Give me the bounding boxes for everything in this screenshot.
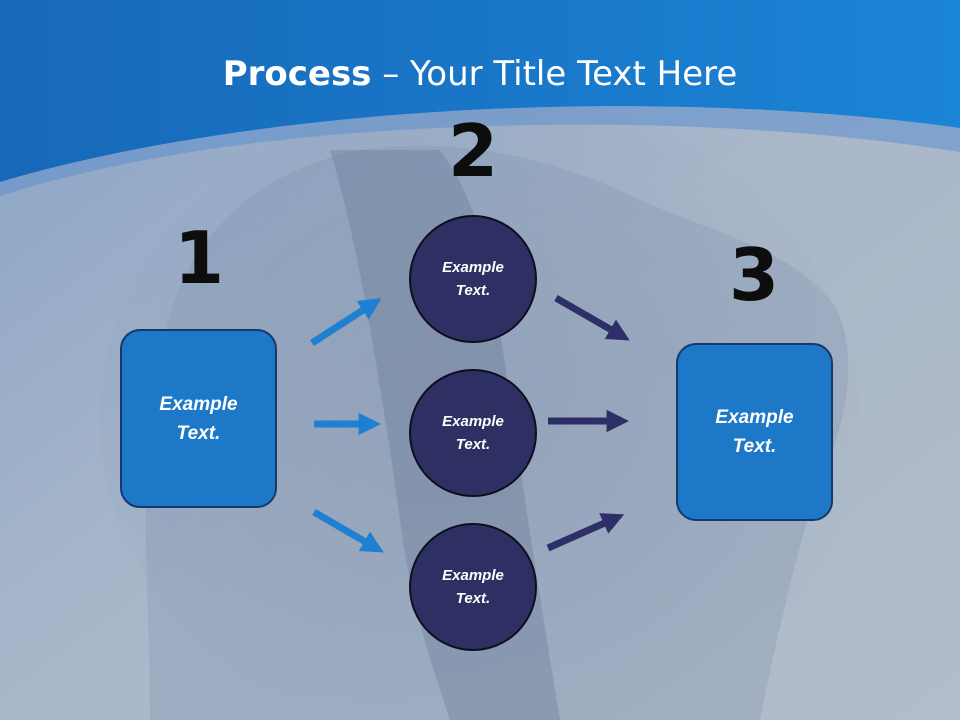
left-process-box: Example Text.	[120, 329, 277, 508]
arrow-top-to-right-icon	[554, 294, 630, 341]
title-rest: – Your Title Text Here	[371, 54, 738, 94]
arrow-bottom-to-right-icon	[546, 513, 625, 552]
step-number-1: 1	[173, 216, 225, 300]
step-number-2: 2	[447, 109, 499, 193]
circle-bottom-line1: Example	[442, 567, 504, 584]
circle-top-line1: Example	[442, 259, 504, 276]
circle-step-bottom: Example Text.	[409, 523, 537, 651]
right-box-line1: Example	[715, 407, 794, 428]
left-box-line1: Example	[159, 393, 238, 415]
circle-middle-line2: Text.	[455, 436, 491, 453]
arrow-left-to-top-icon	[310, 298, 382, 346]
circle-bottom-line2: Text.	[455, 590, 491, 607]
step-number-3: 3	[728, 233, 780, 317]
circle-step-top: Example Text.	[409, 215, 537, 343]
slide-title: Process – Your Title Text Here	[0, 52, 960, 96]
circle-middle-line1: Example	[442, 413, 504, 430]
title-bold: Process	[222, 54, 372, 94]
arrow-left-to-bottom-icon	[312, 508, 384, 553]
circle-step-middle: Example Text.	[409, 369, 537, 497]
right-box-line2: Text.	[732, 436, 777, 457]
left-box-line2: Text.	[176, 422, 221, 444]
circle-top-line2: Text.	[455, 282, 491, 299]
right-process-box: Example Text.	[676, 343, 833, 521]
